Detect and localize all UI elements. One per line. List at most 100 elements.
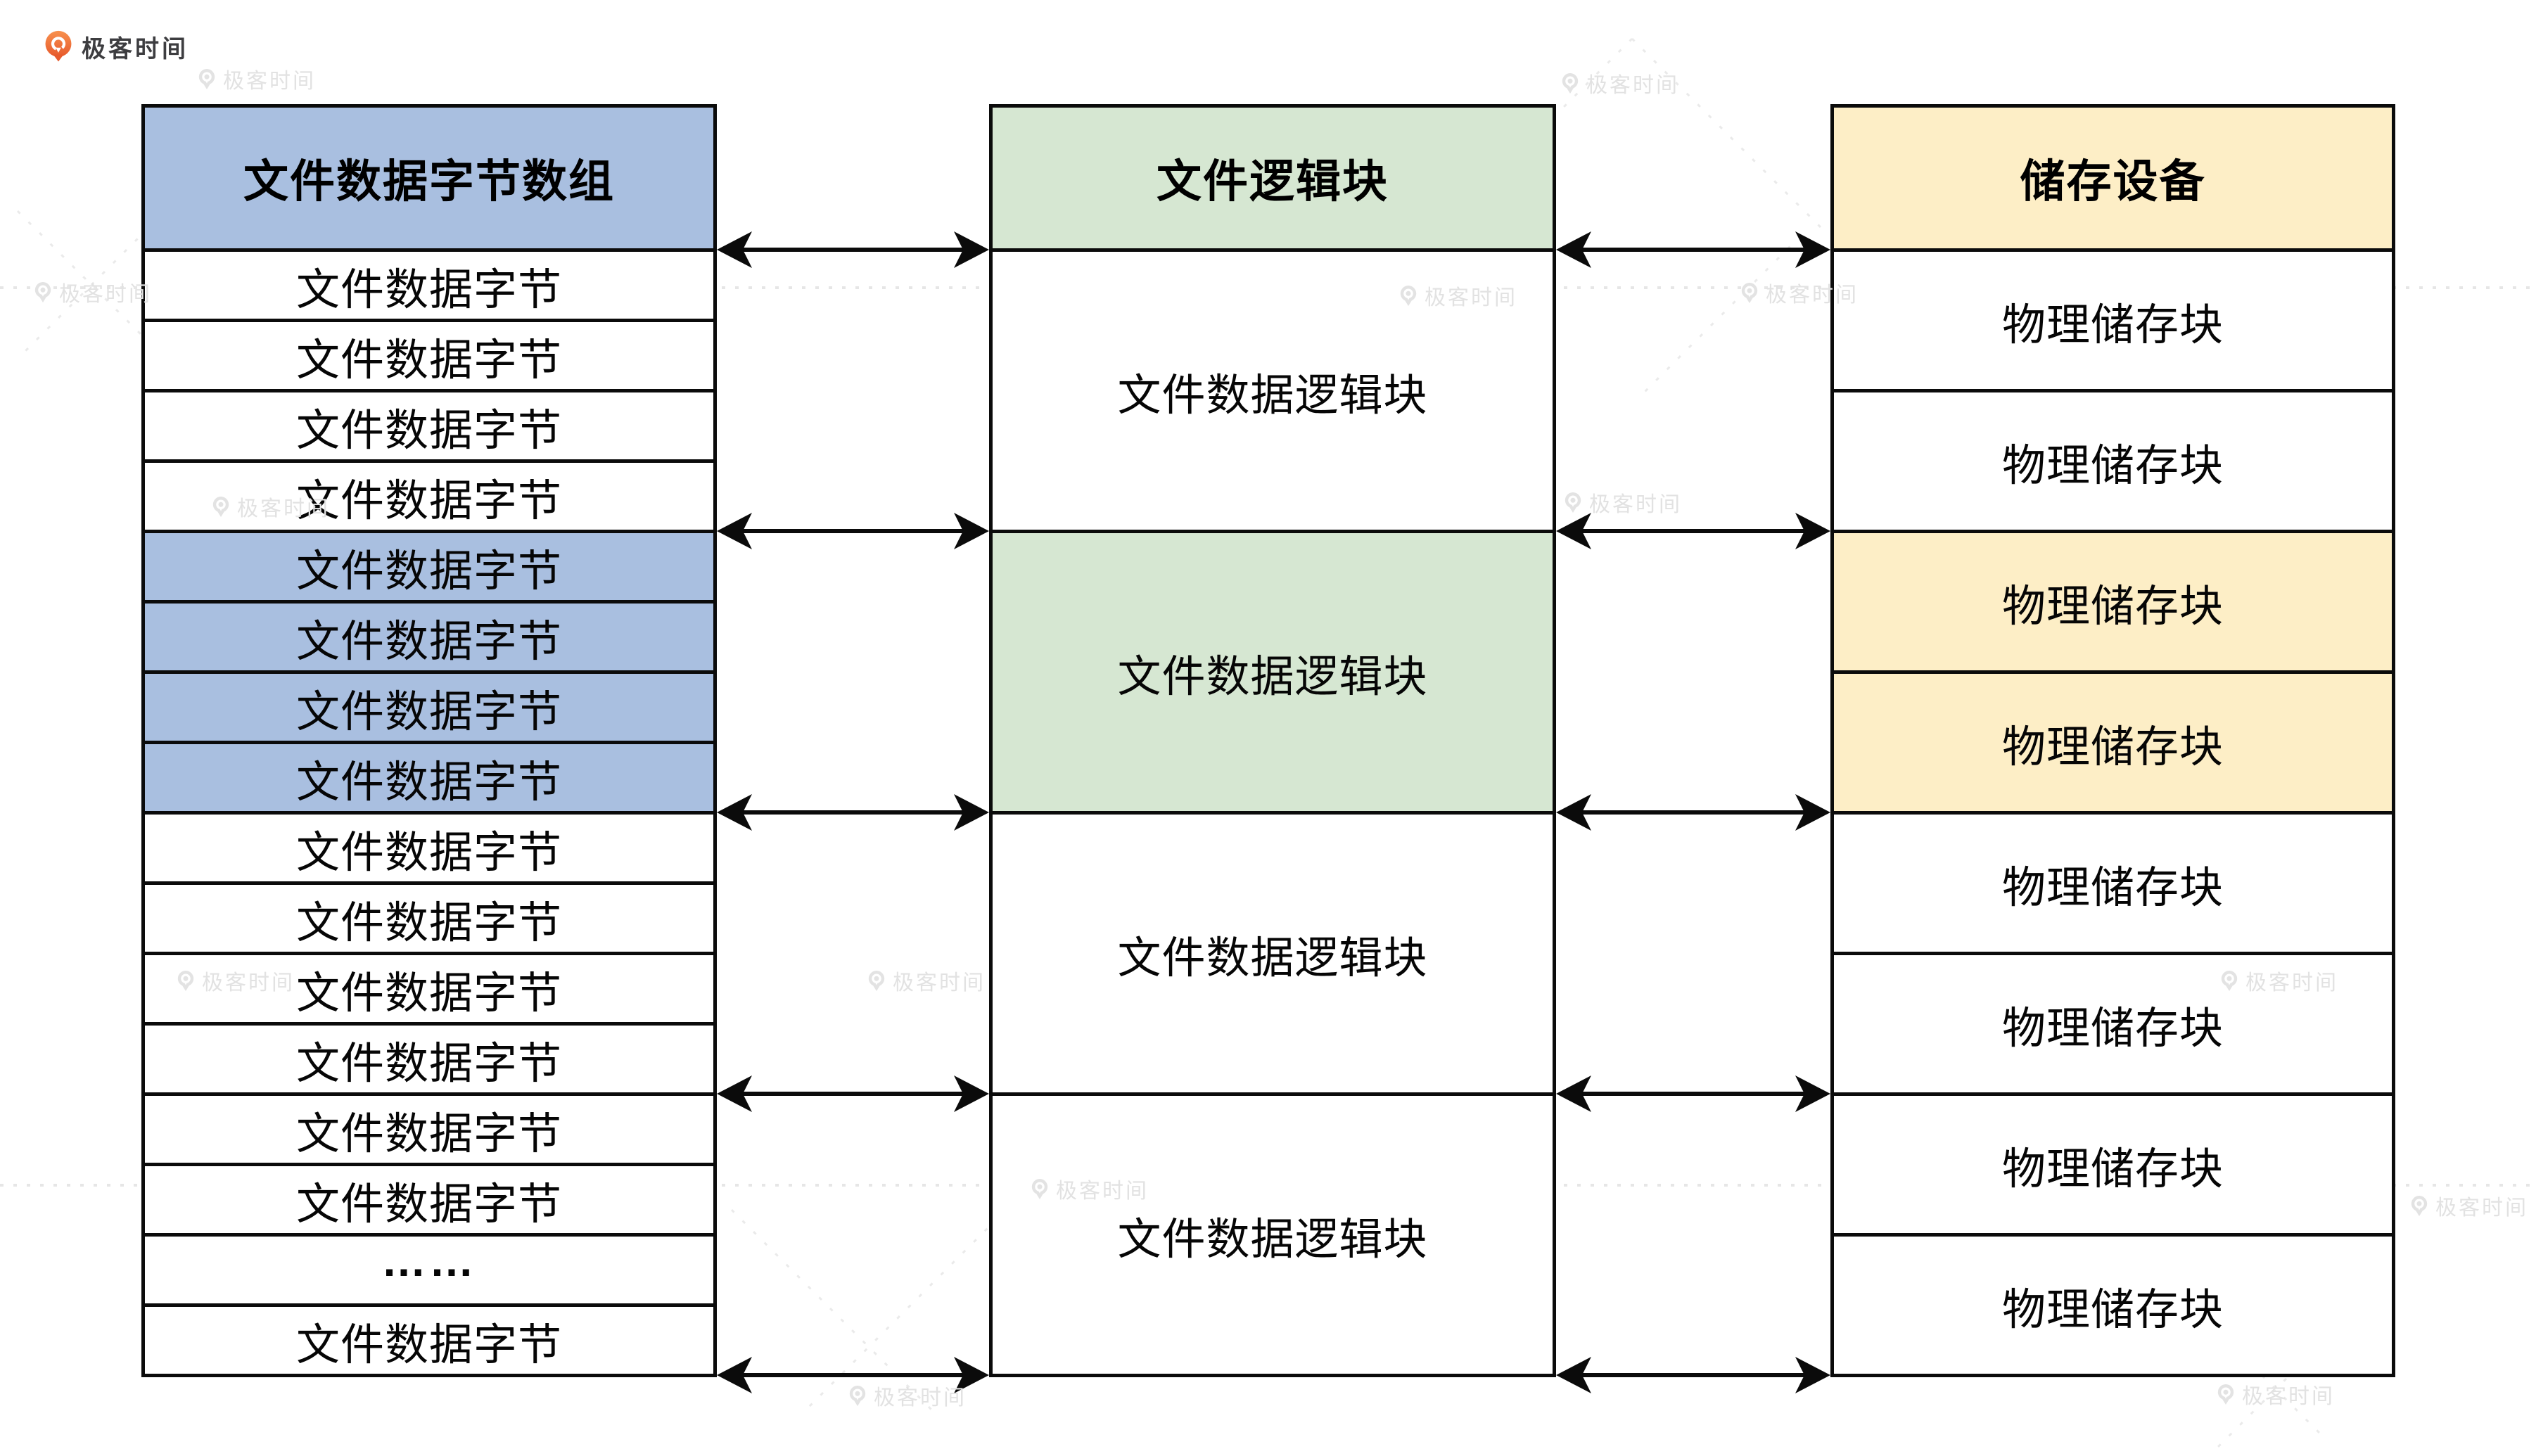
cell-label: 文件数据逻辑块 [1117, 652, 1428, 701]
column-physical-storage-device: 储存设备物理储存块物理储存块物理储存块物理储存块物理储存块物理储存块物理储存块物… [1830, 104, 2395, 1377]
watermark-label: 极客时间 [874, 1386, 967, 1410]
cell-label: 文件数据字节 [295, 828, 562, 877]
brand-name: 极客时间 [82, 36, 189, 63]
watermark-label: 极客时间 [2242, 1385, 2335, 1408]
watermark-label: 极客时间 [2435, 1196, 2528, 1220]
double-headed-arrow [1556, 1075, 1830, 1112]
double-headed-arrow [1556, 794, 1830, 831]
cell-label: 文件数据字节 [295, 265, 562, 314]
watermark: 极客时间 [197, 63, 316, 94]
diagonal-dashed-guide-line [1631, 37, 1823, 230]
table-cell-highlighted: 物理储存块 [1834, 530, 2392, 670]
column-file-byte-array: 文件数据字节数组文件数据字节文件数据字节文件数据字节文件数据字节文件数据字节文件… [141, 104, 717, 1377]
geektime-q-watermark-icon [2216, 1383, 2236, 1406]
column-header-label: 储存设备 [2020, 156, 2206, 207]
brand-logo: 极客时间 [44, 30, 189, 64]
cell-label: 文件数据字节 [295, 1109, 562, 1158]
cell-label: 物理储存块 [2001, 863, 2224, 912]
diagonal-dashed-guide-line [808, 1194, 1021, 1408]
double-headed-arrow [1556, 513, 1830, 549]
geektime-q-watermark-icon [2409, 1194, 2429, 1218]
geektime-q-watermark-icon [1563, 491, 1583, 514]
double-headed-arrow [1556, 231, 1830, 268]
watermark: 极客时间 [867, 965, 986, 996]
table-cell-highlighted: 物理储存块 [1834, 670, 2392, 811]
geektime-q-watermark-icon [1740, 281, 1759, 305]
cell-label: 物理储存块 [2001, 582, 2224, 631]
table-cell: 文件数据字节 [145, 319, 713, 389]
cell-label: 文件数据字节 [295, 758, 562, 807]
cell-label: 物理储存块 [2001, 1144, 2224, 1194]
geektime-q-watermark-icon [867, 969, 886, 992]
geektime-q-watermark-icon [33, 281, 53, 304]
table-cell: 文件数据逻辑块 [993, 248, 1553, 530]
table-cell: …… [145, 1233, 713, 1303]
watermark-label: 极客时间 [1589, 493, 1682, 516]
cell-label: 物理储存块 [2001, 300, 2224, 350]
double-headed-arrow [717, 513, 989, 549]
geektime-q-watermark-icon [1560, 72, 1580, 95]
watermark-label: 极客时间 [59, 283, 152, 306]
cell-label: 文件数据逻辑块 [1117, 933, 1428, 983]
watermark-label: 极客时间 [223, 70, 316, 93]
column-header-label: 文件数据字节数组 [243, 156, 615, 207]
cell-label: 物理储存块 [2001, 1285, 2224, 1334]
double-headed-arrow [717, 1075, 989, 1112]
cell-label: 文件数据字节 [295, 476, 562, 525]
double-headed-arrow [1556, 1357, 1830, 1393]
diagonal-dashed-guide-line [1638, 234, 1802, 399]
table-cell: 文件数据字节 [145, 459, 713, 530]
table-cell: 文件数据逻辑块 [993, 811, 1553, 1092]
table-cell: 文件数据字节 [145, 811, 713, 881]
column-file-logical-blocks: 文件逻辑块文件数据逻辑块文件数据逻辑块文件数据逻辑块文件数据逻辑块 [989, 104, 1556, 1377]
cell-label: 物理储存块 [2001, 441, 2224, 490]
table-cell-highlighted: 文件数据字节 [145, 530, 713, 600]
table-cell: 物理储存块 [1834, 952, 2392, 1092]
diagonal-dashed-guide-line [730, 1208, 937, 1415]
table-cell: 物理储存块 [1834, 1092, 2392, 1233]
column-header-label: 文件逻辑块 [1157, 156, 1389, 207]
cell-label: 文件数据字节 [295, 898, 562, 947]
table-cell: 文件数据字节 [145, 248, 713, 319]
cell-label: 文件数据字节 [295, 336, 562, 385]
cell-label: 文件数据字节 [295, 1180, 562, 1229]
watermark: 极客时间 [1563, 487, 1682, 518]
column-header-physical-storage-device: 储存设备 [1834, 108, 2392, 248]
table-cell-highlighted: 文件数据字节 [145, 600, 713, 670]
table-cell: 文件数据字节 [145, 1303, 713, 1374]
table-cell-highlighted: 文件数据逻辑块 [993, 530, 1553, 811]
double-headed-arrow [717, 1357, 989, 1393]
cell-label: 文件数据字节 [295, 617, 562, 666]
geektime-logo-icon [44, 30, 73, 63]
table-cell-highlighted: 文件数据字节 [145, 670, 713, 741]
cell-label: 物理储存块 [2001, 1004, 2224, 1053]
column-header-file-byte-array: 文件数据字节数组 [145, 108, 713, 248]
cell-label: 物理储存块 [2001, 722, 2224, 772]
table-cell: 文件数据字节 [145, 1092, 713, 1163]
double-headed-arrow [717, 231, 989, 268]
double-headed-arrow [717, 794, 989, 831]
table-cell: 文件数据逻辑块 [993, 1092, 1553, 1374]
cell-label: 文件数据字节 [295, 1320, 562, 1369]
watermark: 极客时间 [33, 276, 152, 307]
table-cell-highlighted: 文件数据字节 [145, 741, 713, 811]
cell-label: 文件数据字节 [295, 547, 562, 596]
table-cell: 文件数据字节 [145, 1022, 713, 1092]
column-header-file-logical-blocks: 文件逻辑块 [993, 108, 1553, 248]
table-cell: 物理储存块 [1834, 811, 2392, 952]
geektime-q-watermark-icon [848, 1384, 867, 1407]
cell-label: 文件数据逻辑块 [1117, 1215, 1428, 1264]
cell-label: 文件数据字节 [295, 969, 562, 1018]
table-cell: 文件数据字节 [145, 952, 713, 1022]
table-cell: 文件数据字节 [145, 881, 713, 952]
cell-label: 文件数据字节 [295, 1039, 562, 1088]
geektime-q-watermark-icon [197, 68, 217, 91]
cell-label: 文件数据逻辑块 [1117, 371, 1428, 420]
table-cell: 文件数据字节 [145, 1163, 713, 1233]
cell-label: …… [381, 1234, 477, 1286]
watermark-label: 极客时间 [893, 971, 986, 995]
watermark: 极客时间 [848, 1380, 967, 1411]
cell-label: 文件数据字节 [295, 406, 562, 455]
table-cell: 物理储存块 [1834, 1233, 2392, 1374]
